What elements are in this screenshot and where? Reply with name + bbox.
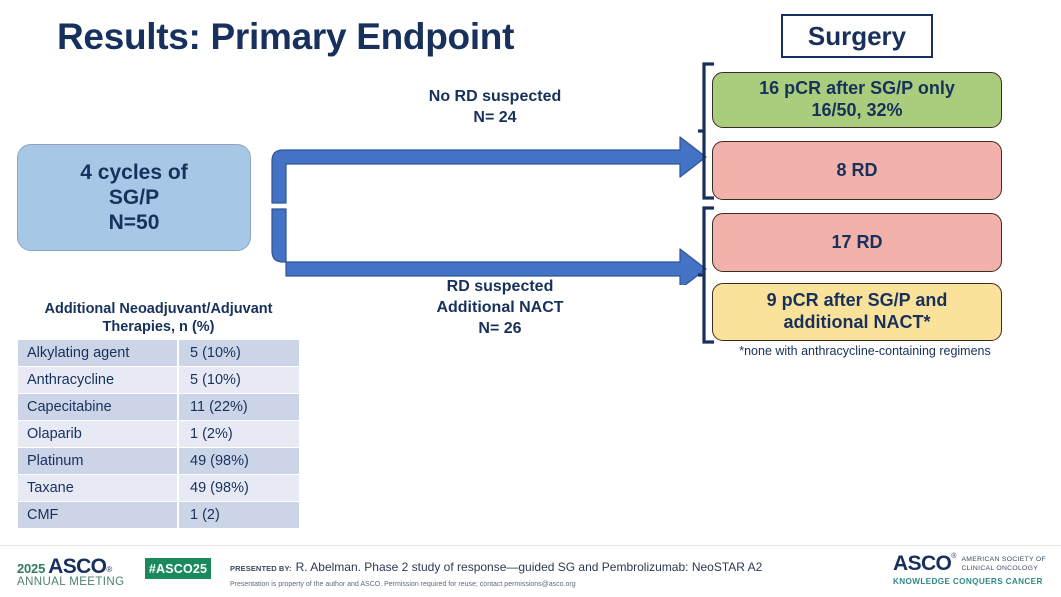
arrow-upper-branch [271,136,707,204]
therapy-name: Olaparib [18,420,179,449]
therapy-name: Alkylating agent [18,340,179,368]
therapy-name: Taxane [18,474,179,503]
asco-corporate-logo: ASCO ® AMERICAN SOCIETY OF CLINICAL ONCO… [893,553,1053,586]
outcome-0-line1: 16 pCR after SG/P only [759,78,955,99]
therapy-value: 5 (10%) [178,366,299,395]
outcome-3-line1: 9 pCR after SG/P and [766,290,948,311]
registered-trademark-icon: ® [951,553,957,560]
outcome-box-pcr-after-additional-nact: 9 pCR after SG/P and additional NACT* [712,283,1002,341]
bracket-upper-group [698,62,714,200]
branch-label-no-rd-suspected: No RD suspected N= 24 [380,87,610,129]
therapy-value: 49 (98%) [178,474,299,503]
presented-by-block: PRESENTED BY:R. Abelman. Phase 2 study o… [230,558,870,588]
therapy-value: 49 (98%) [178,447,299,476]
meeting-subtitle: ANNUAL MEETING [17,576,125,588]
therapy-value: 5 (10%) [178,340,299,368]
registered-trademark-icon: ® [106,565,113,574]
start-node-line2: SG/P [108,185,160,209]
therapy-value: 1 (2%) [178,420,299,449]
therapy-name: CMF [18,501,179,530]
corporate-subtitle-line2: CLINICAL ONCOLOGY [961,565,1039,573]
start-node-4-cycles-sgp: 4 cycles of SG/P N=50 [17,144,251,251]
therapy-name: Capecitabine [18,393,179,422]
outcome-box-residual-disease-8: 8 RD [712,141,1002,200]
therapy-name: Anthracycline [18,366,179,395]
additional-therapies-table: Additional Neoadjuvant/Adjuvant Therapie… [18,300,299,530]
therapy-value: 11 (22%) [178,393,299,422]
branch-upper-line2: N= 24 [473,108,517,126]
outcome-3-line2: additional NACT* [783,312,931,332]
therapies-caption-line2: Therapies, n (%) [102,319,215,336]
surgery-header-label: Surgery [781,14,933,58]
presented-by-text: R. Abelman. Phase 2 study of response—gu… [295,560,763,574]
outcome-2-line1: 17 RD [831,231,883,252]
page-title: Results: Primary Endpoint [57,16,515,57]
start-node-line1: 4 cycles of [80,160,188,184]
outcome-footnote: *none with anthracycline-containing regi… [739,344,991,358]
hashtag-badge: #ASCO25 [145,558,211,579]
outcome-group-brackets [698,62,714,344]
outcome-box-pcr-after-sgp-only: 16 pCR after SG/P only 16/50, 32% [712,72,1002,128]
arrow-lower-branch [271,208,707,285]
outcome-0-line2: 16/50, 32% [811,100,903,120]
branch-lower-line1: RD suspected [446,278,554,295]
meeting-year: 2025 [17,561,46,576]
branch-label-rd-suspected: RD suspected Additional NACT N= 26 [380,277,620,339]
bracket-lower-group [698,206,714,344]
corporate-tagline: KNOWLEDGE CONQUERS CANCER [893,577,1043,586]
corporate-subtitle: AMERICAN SOCIETY OF CLINICAL ONCOLOGY [961,555,1046,573]
meeting-asco-wordmark: ASCO [48,555,107,578]
corporate-subtitle-line1: AMERICAN SOCIETY OF [961,556,1046,563]
flow-arrows [271,136,707,285]
branch-upper-line1: No RD suspected [428,88,562,105]
branch-lower-line3: N= 26 [478,319,522,337]
branch-lower-line2: Additional NACT [436,298,564,316]
therapies-table-caption: Additional Neoadjuvant/Adjuvant Therapie… [18,300,299,336]
outcome-1-line1: 8 RD [836,159,878,180]
corporate-asco-wordmark: ASCO [893,552,952,575]
reuse-disclaimer: Presentation is property of the author a… [230,581,576,588]
start-node-line3: N=50 [108,211,160,235]
footer-divider [0,545,1061,546]
therapies-caption-line1: Additional Neoadjuvant/Adjuvant [44,301,273,317]
outcome-box-residual-disease-17: 17 RD [712,213,1002,272]
presented-by-tag: PRESENTED BY: [230,564,292,573]
therapy-value: 1 (2) [178,501,299,530]
therapy-name: Platinum [18,447,179,476]
